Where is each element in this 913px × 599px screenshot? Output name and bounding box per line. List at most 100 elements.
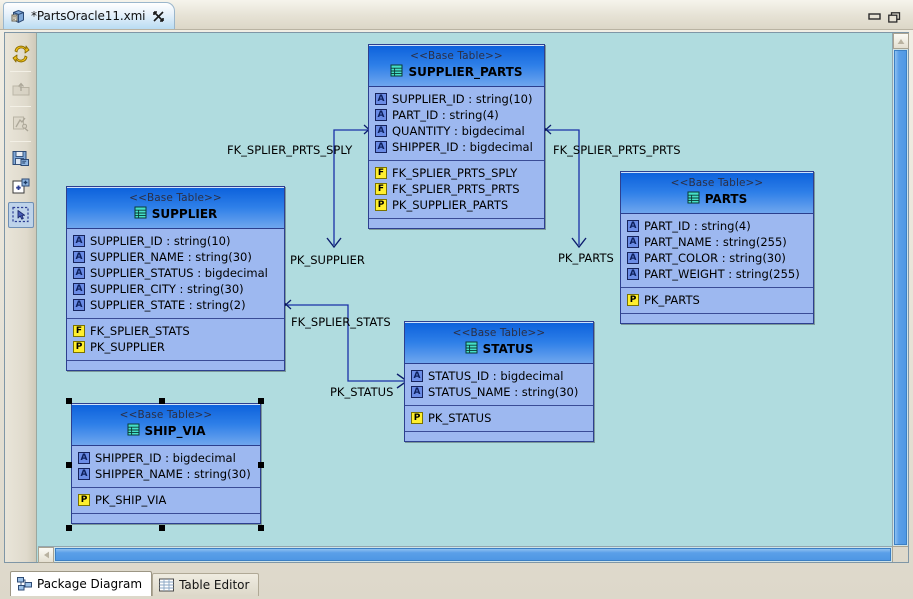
- selection-handle-w[interactable]: [66, 462, 72, 468]
- node-footer: [72, 514, 260, 523]
- attribute-row: A SHIPPER_NAME : string(30): [78, 466, 255, 482]
- attribute-icon: A: [627, 236, 639, 248]
- run-icon[interactable]: [8, 111, 34, 137]
- selection-handle-n[interactable]: [159, 398, 165, 404]
- selection-handle-e[interactable]: [258, 462, 264, 468]
- attribute-icon: A: [78, 452, 90, 464]
- add-new-icon[interactable]: [8, 174, 34, 200]
- vertical-scroll-thumb[interactable]: [894, 50, 907, 545]
- node-footer: [67, 361, 284, 370]
- relationship-connectors: [280, 124, 587, 389]
- key-text: PK_PARTS: [644, 293, 700, 307]
- restore-icon[interactable]: [888, 8, 901, 23]
- node-footer: [405, 432, 593, 441]
- open-folder-icon[interactable]: [8, 76, 34, 102]
- edge-label-fk-splier-prts-prts: FK_SPLIER_PRTS_PRTS: [553, 143, 681, 157]
- primary-key-icon: P: [375, 199, 387, 211]
- attribute-icon: A: [73, 283, 85, 295]
- attribute-icon: A: [375, 93, 387, 105]
- node-title-text: STATUS: [482, 342, 534, 356]
- tab-label: Table Editor: [179, 578, 250, 592]
- node-title-text: PARTS: [704, 192, 748, 206]
- attribute-text: SUPPLIER_ID : string(10): [392, 92, 533, 106]
- primary-key-icon: P: [78, 494, 90, 506]
- edge-label-pk-status: PK_STATUS: [330, 385, 394, 399]
- attribute-text: STATUS_ID : bigdecimal: [428, 369, 564, 383]
- node-stereotype: <<Base Table>>: [670, 177, 764, 189]
- scroll-left-icon[interactable]: [38, 547, 54, 563]
- marquee-select-icon[interactable]: [8, 202, 34, 228]
- table-node-supplier-parts[interactable]: <<Base Table>> SUPPLIER_PARTS: [368, 44, 545, 229]
- horizontal-scrollbar[interactable]: [38, 546, 892, 563]
- table-icon: [465, 341, 478, 358]
- horizontal-scroll-thumb[interactable]: [55, 548, 891, 561]
- node-stereotype: <<Base Table>>: [452, 327, 546, 339]
- node-keys: P PK_STATUS: [405, 406, 593, 432]
- node-header: <<Base Table>> SUPPLIER: [67, 187, 284, 229]
- palette-divider-2: [10, 106, 31, 107]
- primary-key-icon: P: [411, 412, 423, 424]
- selection-handle-nw[interactable]: [66, 398, 72, 404]
- tool-palette: [5, 33, 37, 562]
- diagram-editor: FK_SPLIER_PRTS_SPLY FK_SPLIER_PRTS_PRTS …: [4, 32, 909, 563]
- key-text: PK_SHIP_VIA: [95, 493, 167, 507]
- refresh-icon[interactable]: [8, 41, 34, 67]
- attribute-text: SHIPPER_NAME : string(30): [95, 467, 251, 481]
- node-stereotype: <<Base Table>>: [119, 409, 213, 421]
- key-text: PK_SUPPLIER: [90, 340, 165, 354]
- close-icon[interactable]: [152, 10, 165, 23]
- node-footer: [621, 314, 813, 323]
- edge-label-pk-parts: PK_PARTS: [558, 251, 614, 265]
- vertical-scrollbar[interactable]: [892, 33, 909, 546]
- diagram-content: FK_SPLIER_PRTS_SPLY FK_SPLIER_PRTS_PRTS …: [38, 33, 891, 545]
- attribute-row: A SUPPLIER_ID : string(10): [375, 91, 539, 107]
- node-title-text: SUPPLIER: [151, 207, 218, 221]
- diagram-canvas[interactable]: FK_SPLIER_PRTS_SPLY FK_SPLIER_PRTS_PRTS …: [38, 33, 891, 545]
- attribute-text: SUPPLIER_ID : string(10): [90, 234, 231, 248]
- document-tab[interactable]: *PartsOracle11.xmi: [3, 2, 176, 29]
- attribute-text: PART_ID : string(4): [644, 219, 751, 233]
- node-title: SHIP_VIA: [76, 423, 256, 440]
- table-node-ship-via[interactable]: <<Base Table>> SHIP_VIA: [71, 403, 261, 524]
- attribute-text: PART_WEIGHT : string(255): [644, 267, 800, 281]
- scroll-up-icon[interactable]: [893, 33, 909, 49]
- tab-package-diagram[interactable]: Package Diagram: [10, 571, 153, 596]
- selection-handle-s[interactable]: [159, 525, 165, 531]
- key-text: PK_STATUS: [428, 411, 492, 425]
- tab-label: Package Diagram: [37, 577, 143, 591]
- edge-label-fk-splier-prts-sply: FK_SPLIER_PRTS_SPLY: [227, 143, 353, 157]
- edge-label-pk-supplier: PK_SUPPLIER: [290, 253, 365, 267]
- node-header: <<Base Table>> PARTS: [621, 172, 813, 214]
- node-title: SUPPLIER_PARTS: [373, 64, 540, 81]
- node-header: <<Base Table>> STATUS: [405, 322, 593, 364]
- attribute-text: SHIPPER_ID : bigdecimal: [95, 451, 236, 465]
- table-icon: [127, 423, 140, 440]
- key-text: FK_SPLIER_PRTS_SPLY: [392, 166, 518, 180]
- attribute-icon: A: [411, 386, 423, 398]
- key-row: P PK_STATUS: [411, 410, 588, 426]
- selection-handle-sw[interactable]: [66, 525, 72, 531]
- attribute-text: PART_COLOR : string(30): [644, 251, 786, 265]
- selection-handle-se[interactable]: [258, 525, 264, 531]
- selection-handle-ne[interactable]: [258, 398, 264, 404]
- tab-table-editor[interactable]: Table Editor: [152, 573, 260, 596]
- scrollbar-corner: [892, 546, 908, 562]
- attribute-text: SHIPPER_ID : bigdecimal: [392, 140, 533, 154]
- attribute-text: SUPPLIER_STATUS : bigdecimal: [90, 266, 268, 280]
- minimize-icon[interactable]: [868, 8, 881, 20]
- attribute-icon: A: [78, 468, 90, 480]
- save-as-icon[interactable]: [8, 146, 34, 172]
- table-node-supplier[interactable]: <<Base Table>> SUPPLIER: [66, 186, 285, 371]
